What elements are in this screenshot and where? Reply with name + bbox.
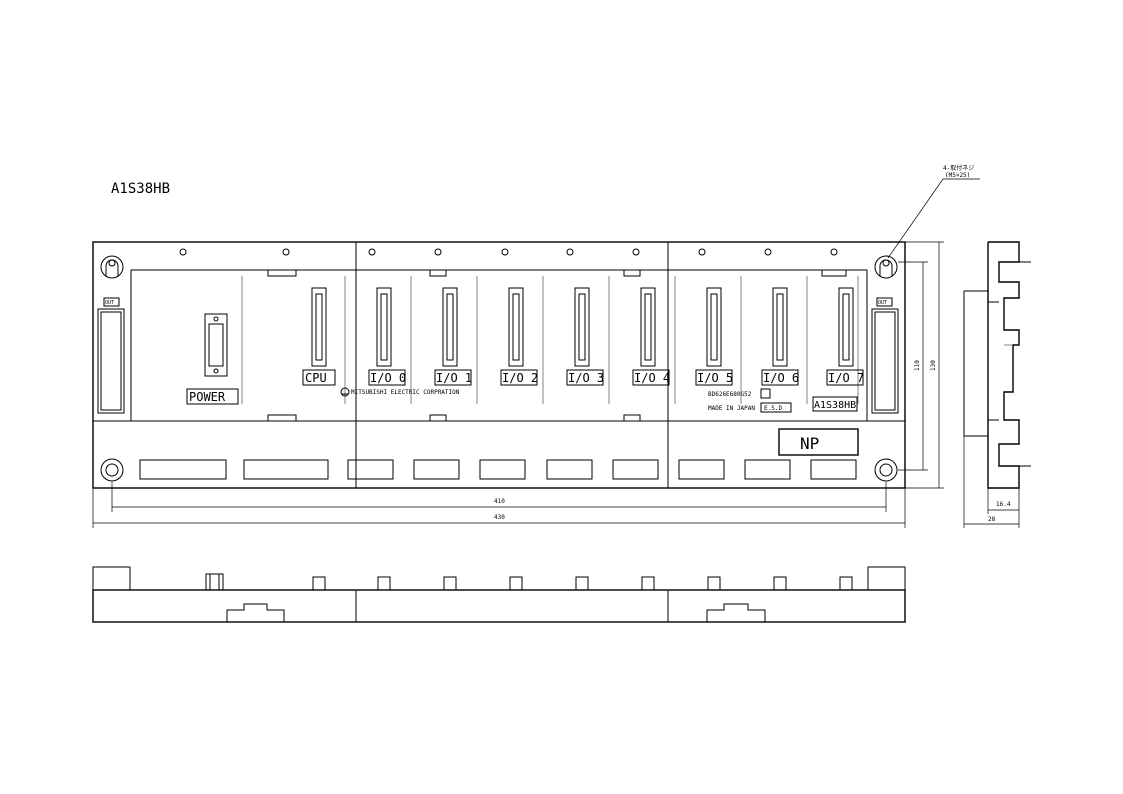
hole-bottom-left (100, 458, 124, 482)
slot-label-cpu: CPU (305, 371, 327, 385)
connector-cpu (311, 287, 327, 367)
top-holes (179, 248, 838, 256)
drawing-title: A1S38HB (111, 181, 170, 197)
serial-number: BD626E680G52 (708, 391, 752, 398)
slot-label-io-5: I/O 5 (697, 371, 733, 385)
screw-callout: 4-取付ネジ (M5×25) (887, 164, 980, 259)
maker-label: MITSUBISHI ELECTRIC CORPRATION (340, 387, 460, 397)
slot-label-io-7: I/O 7 (828, 371, 864, 385)
dimension-130: 130 (905, 241, 944, 489)
side-view: 16.4 28 (963, 241, 1031, 528)
dim-130-label: 130 (930, 360, 937, 371)
model-plate: A1S38HB (814, 400, 856, 411)
bottom-connector-stubs (312, 576, 853, 591)
out-connector-left: OUT (97, 297, 125, 414)
front-view: POWER CPU I/O 0 I/O 1 I/O 2 I/O 3 I/O 4 … (92, 241, 944, 528)
dimension-16-4: 16.4 (987, 488, 1020, 514)
callout-line-2: (M5×25) (945, 172, 970, 179)
out-label-right: OUT (878, 300, 887, 306)
connector-io-1 (442, 287, 458, 367)
dim-110-label: 110 (914, 360, 921, 371)
slot-label-io-0: I/O 0 (370, 371, 406, 385)
connector-io-3 (574, 287, 590, 367)
connector-io-0 (376, 287, 392, 367)
out-label-left: OUT (105, 300, 114, 306)
esd-text: E.S.D (764, 405, 782, 412)
dimension-28: 28 (963, 436, 1020, 528)
connector-io-6 (772, 287, 788, 367)
bottom-windows (139, 459, 857, 480)
slot-label-io-1: I/O 1 (436, 371, 472, 385)
dim-430-label: 430 (494, 514, 505, 521)
slot-labels: POWER CPU I/O 0 I/O 1 I/O 2 I/O 3 I/O 4 … (186, 369, 864, 405)
bottom-view (92, 566, 906, 623)
dimension-410: 410 (111, 482, 887, 512)
connector-io-4 (640, 287, 656, 367)
np-plate: NP (800, 434, 819, 453)
power-connector (204, 313, 228, 377)
maker-text: MITSUBISHI ELECTRIC CORPRATION (351, 389, 460, 396)
connector-io-5 (706, 287, 722, 367)
dimension-110: 110 (898, 261, 928, 471)
out-connector-right: OUT (871, 297, 899, 414)
slot-label-power: POWER (189, 390, 226, 404)
slot-connectors (311, 287, 854, 367)
keyhole-right (874, 255, 898, 279)
keyhole-left (100, 255, 124, 279)
dimension-430: 430 (92, 488, 906, 528)
slot-label-io-6: I/O 6 (763, 371, 799, 385)
hole-bottom-right (874, 458, 898, 482)
callout-line-1: 4-取付ネジ (943, 164, 974, 172)
made-in-text: MADE IN JAPAN (708, 405, 755, 412)
slot-label-io-3: I/O 3 (568, 371, 604, 385)
connector-io-7 (838, 287, 854, 367)
slot-dividers (241, 276, 859, 404)
slot-label-io-2: I/O 2 (502, 371, 538, 385)
dim-16-4-label: 16.4 (996, 501, 1011, 508)
connector-io-2 (508, 287, 524, 367)
dim-28-label: 28 (988, 516, 996, 523)
dim-410-label: 410 (494, 498, 505, 505)
slot-label-io-4: I/O 4 (634, 371, 670, 385)
